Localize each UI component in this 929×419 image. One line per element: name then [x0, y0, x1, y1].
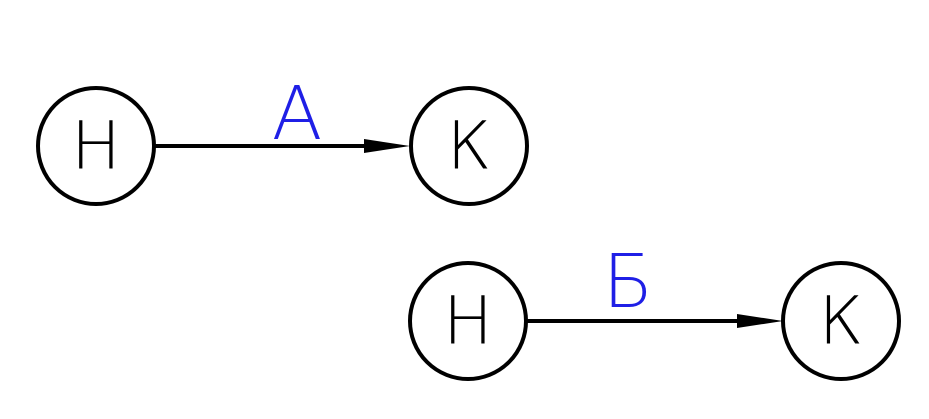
- edge-b-start-node-label: Н: [443, 283, 493, 360]
- edge-b-label: Б: [603, 239, 654, 325]
- edge-a-end-node-circle: [409, 86, 529, 206]
- edge-a-start-node: Н: [36, 86, 156, 206]
- edge-a-arrowhead: [364, 139, 410, 153]
- edge-a-start-node-label: Н: [71, 108, 121, 185]
- edge-b-start-node: Н: [408, 261, 528, 381]
- edge-a-start-node-circle: [36, 86, 156, 206]
- edge-b-end-node: К: [781, 261, 901, 381]
- edge-b-end-node-circle: [781, 261, 901, 381]
- edge-a: А Н К: [36, 71, 529, 206]
- edge-b-arrowhead: [737, 314, 783, 328]
- edge-a-end-node: К: [409, 86, 529, 206]
- edge-b: Б Н К: [408, 239, 901, 381]
- edge-a-end-node-label: К: [447, 108, 491, 185]
- edge-a-label: А: [272, 71, 323, 157]
- edge-b-start-node-circle: [408, 261, 528, 381]
- edge-b-end-node-label: К: [819, 283, 863, 360]
